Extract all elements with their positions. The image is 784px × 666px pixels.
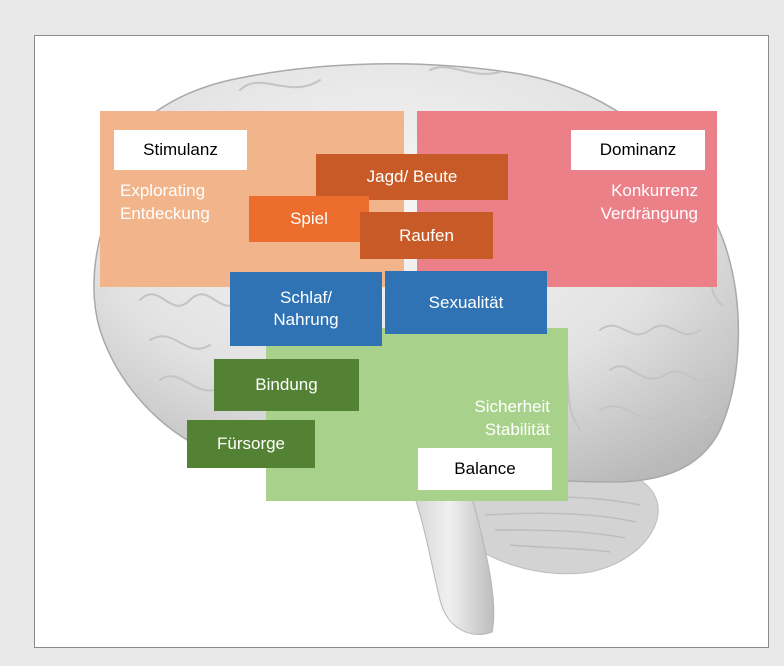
schlaf-nahrung-box: Schlaf/ Nahrung [230,272,382,346]
stimulanz-label: Stimulanz [114,130,247,170]
schlaf-line2: Nahrung [273,310,339,329]
dominanz-label: Dominanz [571,130,705,170]
dominanz-line1: Konkurrenz [611,181,698,200]
fuersorge-box: Fürsorge [187,420,315,468]
bindung-box: Bindung [214,359,359,411]
stimulanz-line2: Entdeckung [120,204,210,223]
stimulanz-line1: Explorating [120,181,206,200]
sexualitaet-box: Sexualität [385,271,547,334]
jagd-beute-box: Jagd/ Beute [316,154,508,200]
raufen-box: Raufen [360,212,493,259]
balance-line1: Sicherheit [474,397,550,416]
dominanz-line2: Verdrängung [600,204,698,223]
balance-line2: Stabilität [484,420,550,439]
spiel-box: Spiel [249,196,369,242]
brain-stem-shape [404,469,495,635]
schlaf-line1: Schlaf/ [280,288,332,307]
balance-label: Balance [418,448,552,490]
